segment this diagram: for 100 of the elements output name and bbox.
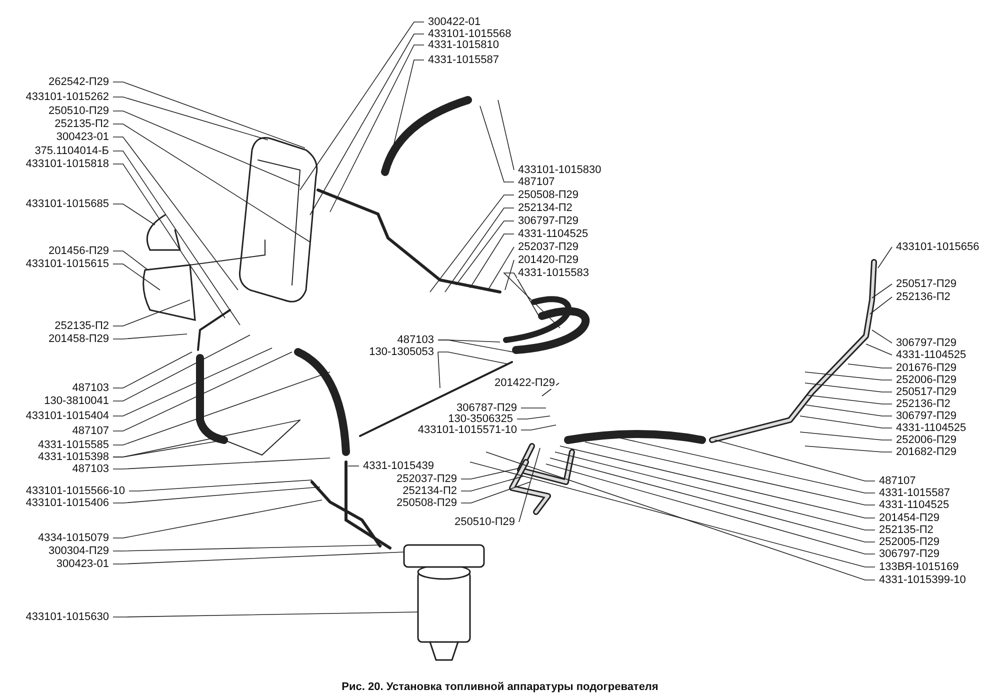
leader-line bbox=[460, 476, 524, 492]
part-number: 433101-1015818 bbox=[24, 158, 110, 170]
part-number: 252134-П2 bbox=[517, 202, 574, 214]
part-number: 300423-01 bbox=[55, 131, 110, 143]
leader-line bbox=[112, 82, 306, 148]
leader-line bbox=[456, 220, 514, 286]
leader-line bbox=[800, 416, 892, 428]
leader-line bbox=[620, 438, 876, 494]
leader-line bbox=[806, 404, 892, 416]
leader-line bbox=[112, 250, 148, 270]
part-number: 252135-П2 bbox=[878, 524, 934, 536]
leader-line bbox=[112, 300, 190, 326]
part-number: 433101-1015262 bbox=[24, 91, 110, 103]
part-number: 252136-П2 bbox=[895, 291, 952, 303]
leader-line bbox=[460, 468, 520, 480]
leader-line bbox=[806, 394, 892, 404]
part-number: 375.1104014-Б bbox=[34, 145, 110, 157]
part-number: 306797-П29 bbox=[517, 215, 580, 227]
part-number: 252005-П29 bbox=[878, 536, 941, 548]
part-number: 487107 bbox=[517, 176, 556, 188]
leader-line bbox=[550, 458, 876, 542]
part-number: 250517-П29 bbox=[895, 386, 958, 398]
leader-line bbox=[112, 264, 160, 290]
part-number: 433101-1015685 bbox=[24, 198, 110, 210]
part-number: 4331-1015585 bbox=[37, 439, 110, 451]
part-number: 201422-П29 bbox=[493, 377, 556, 389]
leader-line bbox=[866, 344, 892, 356]
part-number: 433101-1015571-10 bbox=[416, 424, 518, 436]
part-number: 300304-П29 bbox=[47, 545, 110, 557]
part-number: 433101-1015406 bbox=[24, 497, 110, 509]
leader-line bbox=[504, 260, 514, 290]
leader-line bbox=[438, 352, 508, 364]
part-number: 130-3810041 bbox=[43, 395, 110, 407]
leader-line bbox=[112, 612, 418, 618]
leader-line bbox=[112, 334, 188, 340]
leader-line bbox=[128, 480, 312, 492]
leader-line bbox=[520, 424, 556, 430]
part-number: 306797-П29 bbox=[878, 548, 941, 560]
part-number: 201458-П29 bbox=[47, 333, 110, 345]
leader-line bbox=[714, 440, 876, 482]
leader-line bbox=[310, 34, 424, 216]
leader-line bbox=[554, 452, 876, 530]
leader-line bbox=[112, 348, 272, 416]
leader-line bbox=[112, 352, 292, 432]
part-number: 4331-1104525 bbox=[895, 422, 968, 434]
leader-line bbox=[112, 352, 192, 388]
part-number: 262542-П29 bbox=[47, 76, 110, 88]
part-number: 433101-1015630 bbox=[24, 611, 110, 623]
part-number: 487103 bbox=[71, 382, 110, 394]
leader-line bbox=[112, 544, 382, 552]
part-number: 4331-1015587 bbox=[878, 487, 951, 499]
leader-line bbox=[444, 208, 514, 292]
part-number: 487103 bbox=[71, 463, 110, 475]
part-number: 306797-П29 bbox=[895, 410, 958, 422]
part-number: 433101-1015566-10 bbox=[24, 485, 126, 497]
part-number: 306787-П29 bbox=[455, 402, 518, 414]
leader-line bbox=[470, 234, 514, 288]
part-number: 300422-01 bbox=[427, 16, 482, 28]
part-number: 433101-1015568 bbox=[427, 28, 512, 40]
leader-line bbox=[112, 500, 322, 538]
part-number: 300423-01 bbox=[55, 558, 110, 570]
leader-line bbox=[112, 96, 268, 140]
part-number: 252134-П2 bbox=[402, 485, 458, 497]
part-number: 4331-1104525 bbox=[895, 349, 968, 361]
leader-line bbox=[870, 296, 892, 314]
leader-line bbox=[112, 110, 300, 186]
leader-line bbox=[516, 416, 550, 420]
part-number: 252135-П2 bbox=[54, 118, 110, 130]
part-number: 433101-1015830 bbox=[517, 164, 602, 176]
part-number: 487103 bbox=[396, 334, 435, 346]
part-number: 433101-1015615 bbox=[24, 258, 110, 270]
figure-caption: Рис. 20. Установка топливной аппаратуры подогревателя bbox=[340, 681, 660, 693]
part-number: 130-1305053 bbox=[368, 346, 435, 358]
part-number: 4331-1015587 bbox=[427, 54, 500, 66]
leader-line bbox=[480, 106, 514, 182]
leader-line bbox=[112, 334, 250, 402]
part-number: 487107 bbox=[878, 475, 917, 487]
leader-line bbox=[800, 432, 892, 440]
part-number: 201676-П29 bbox=[895, 362, 958, 374]
part-number: 4331-1015810 bbox=[427, 39, 500, 51]
part-number: 252037-П29 bbox=[395, 473, 458, 485]
part-number: 201682-П29 bbox=[895, 446, 958, 458]
leader-line bbox=[300, 22, 424, 190]
leader-line bbox=[112, 372, 330, 446]
part-number: 306797-П29 bbox=[895, 337, 958, 349]
leader-line bbox=[438, 340, 514, 352]
part-number: 250508-П29 bbox=[517, 189, 580, 201]
leader-line bbox=[848, 364, 892, 368]
leader-line bbox=[518, 448, 540, 522]
part-number: 4331-1015439 bbox=[362, 460, 435, 472]
part-number: 252037-П29 bbox=[517, 241, 580, 253]
leader-line bbox=[546, 464, 876, 554]
leader-line bbox=[330, 44, 424, 212]
part-number: 133ВЯ-1015169 bbox=[878, 561, 960, 573]
leader-line bbox=[804, 446, 892, 452]
part-number: 4331-1015398 bbox=[37, 451, 110, 463]
part-number: 250508-П29 bbox=[395, 497, 458, 509]
leader-line bbox=[112, 486, 320, 504]
leader-line bbox=[514, 272, 540, 318]
leader-line bbox=[486, 452, 876, 580]
